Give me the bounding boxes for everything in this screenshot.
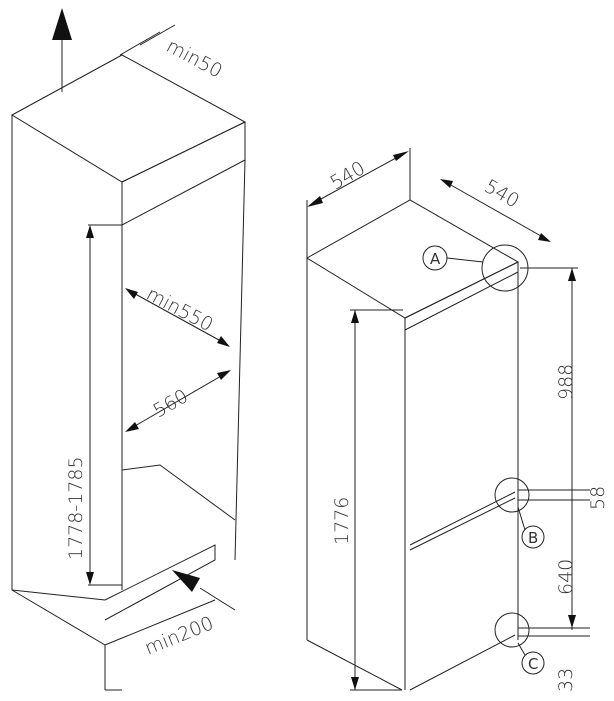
appliance-width-label: 540 — [327, 157, 369, 194]
lower-door-height-label: 640 — [555, 559, 577, 595]
niche-bottom-vent-label: min200 — [142, 612, 217, 659]
appliance — [306, 148, 590, 691]
bottom-height-label: 33 — [555, 668, 577, 692]
gap-label: 58 — [587, 486, 609, 510]
appliance-depth-label: 540 — [481, 175, 523, 212]
niche-cabinet — [10, 8, 247, 691]
detail-b-label: B — [528, 529, 538, 547]
upper-door-height-label: 988 — [555, 364, 577, 400]
niche-height-range-label: 1778-1785 — [65, 456, 87, 560]
detail-a-label: A — [430, 250, 441, 268]
appliance-height-label: 1776 — [331, 497, 353, 545]
detail-c-label: C — [528, 655, 538, 673]
niche-inner-depth-label: min550 — [143, 283, 217, 336]
niche-top-clearance-label: min50 — [163, 35, 226, 83]
niche-inner-width-label: 560 — [150, 385, 192, 422]
